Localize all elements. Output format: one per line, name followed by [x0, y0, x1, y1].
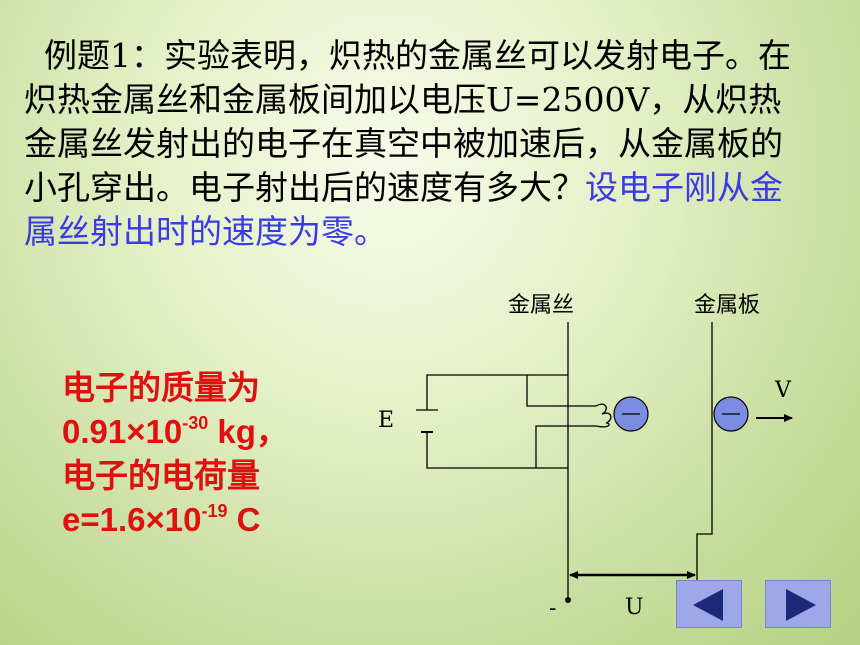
- charge-value: e=1.6×10: [62, 501, 202, 538]
- negative-terminal-dot: [565, 597, 571, 603]
- heater-lead-lower: [535, 425, 596, 468]
- charge-unit: C: [227, 501, 261, 538]
- mass-unit: kg，: [208, 413, 289, 450]
- electron-right: [713, 396, 749, 432]
- mass-label: 电子的质量为: [62, 369, 260, 406]
- problem-text: 例题1：实验表明，炽热的金属丝可以发射电子。在炽热金属丝和金属板间加以电压U=2…: [24, 36, 791, 207]
- given-constants: 电子的质量为 0.91×10-30 kg， 电子的电荷量 e=1.6×10-19…: [62, 366, 289, 542]
- mass-line: 0.91×10-30 kg，: [62, 410, 289, 454]
- charge-line: e=1.6×10-19 C: [62, 498, 289, 542]
- label-source-e: E: [378, 408, 395, 433]
- problem-assumption: 设电子刚从金属丝射出时的速度为零。: [24, 168, 783, 251]
- circuit-bottom: [426, 432, 568, 469]
- triangle-left-icon: [693, 589, 723, 621]
- problem-statement: 例题1：实验表明，炽热的金属丝可以发射电子。在炽热金属丝和金属板间加以电压U=2…: [24, 34, 804, 254]
- triangle-right-icon: [786, 589, 816, 621]
- filament-coil: [595, 403, 612, 428]
- electron-left: [613, 396, 649, 432]
- label-velocity: V: [775, 378, 791, 403]
- mass-value: 0.91×10: [62, 413, 183, 450]
- plate-line: [696, 322, 713, 580]
- charge-label: 电子的电荷量: [62, 457, 260, 494]
- label-plate: 金属板: [694, 293, 761, 318]
- mass-exponent: -30: [182, 413, 209, 433]
- label-filament: 金属丝: [508, 293, 575, 318]
- circuit-top: [426, 374, 568, 410]
- prev-slide-button[interactable]: [676, 580, 742, 628]
- heater-lead-upper: [526, 375, 596, 407]
- charge-exponent: -19: [201, 501, 228, 521]
- next-slide-button[interactable]: [765, 580, 831, 628]
- label-minus: -: [549, 596, 557, 621]
- label-voltage: U: [625, 595, 644, 620]
